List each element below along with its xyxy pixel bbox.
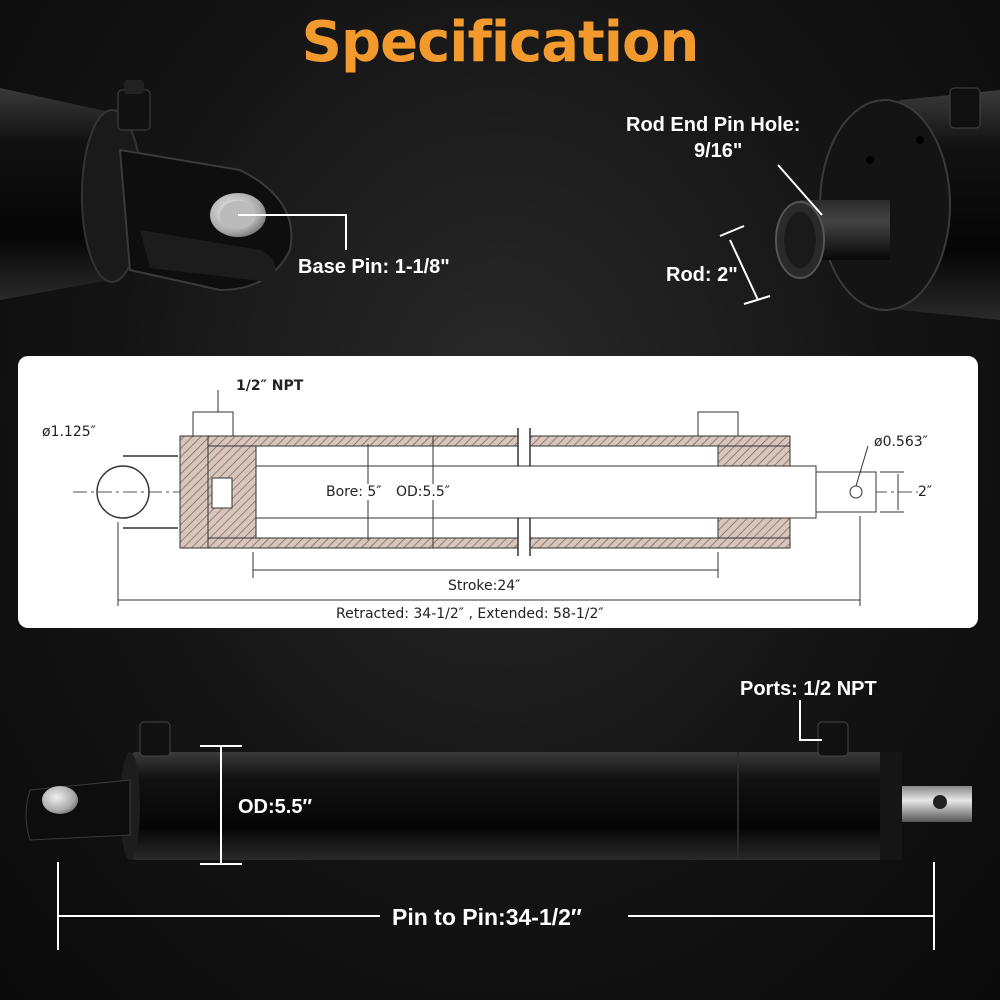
ports-label: Ports: 1/2 NPT	[740, 678, 877, 700]
pin-diameter-label: ø1.125″	[42, 424, 96, 440]
rod-end-pin-hole-size: 9/16"	[694, 140, 743, 162]
od-label: OD:5.5″	[396, 484, 451, 500]
outer-diameter-label: OD:5.5″	[238, 796, 313, 818]
base-pin-label: Base Pin: 1-1/8"	[298, 256, 450, 278]
npt-label: 1/2″ NPT	[236, 378, 304, 394]
pin-to-pin-label: Pin to Pin:34-1/2″	[392, 904, 582, 930]
rod-label: Rod: 2"	[666, 264, 738, 286]
rod-end-pin-hole-label: Rod End Pin Hole:	[626, 114, 801, 136]
rod-size-label: 2″	[918, 484, 933, 500]
rod-hole-diameter-label: ø0.563″	[874, 434, 928, 450]
technical-drawing-panel: 1/2″ NPT ø1.125″ ø0.563″ 2″ Bore: 5″ OD:…	[18, 356, 978, 628]
stroke-label: Stroke:24″	[448, 578, 521, 594]
bore-label: Bore: 5″	[326, 484, 382, 500]
retracted-extended-label: Retracted: 34-1/2″ , Extended: 58-1/2″	[336, 606, 604, 622]
page-title: Specification	[301, 10, 700, 75]
